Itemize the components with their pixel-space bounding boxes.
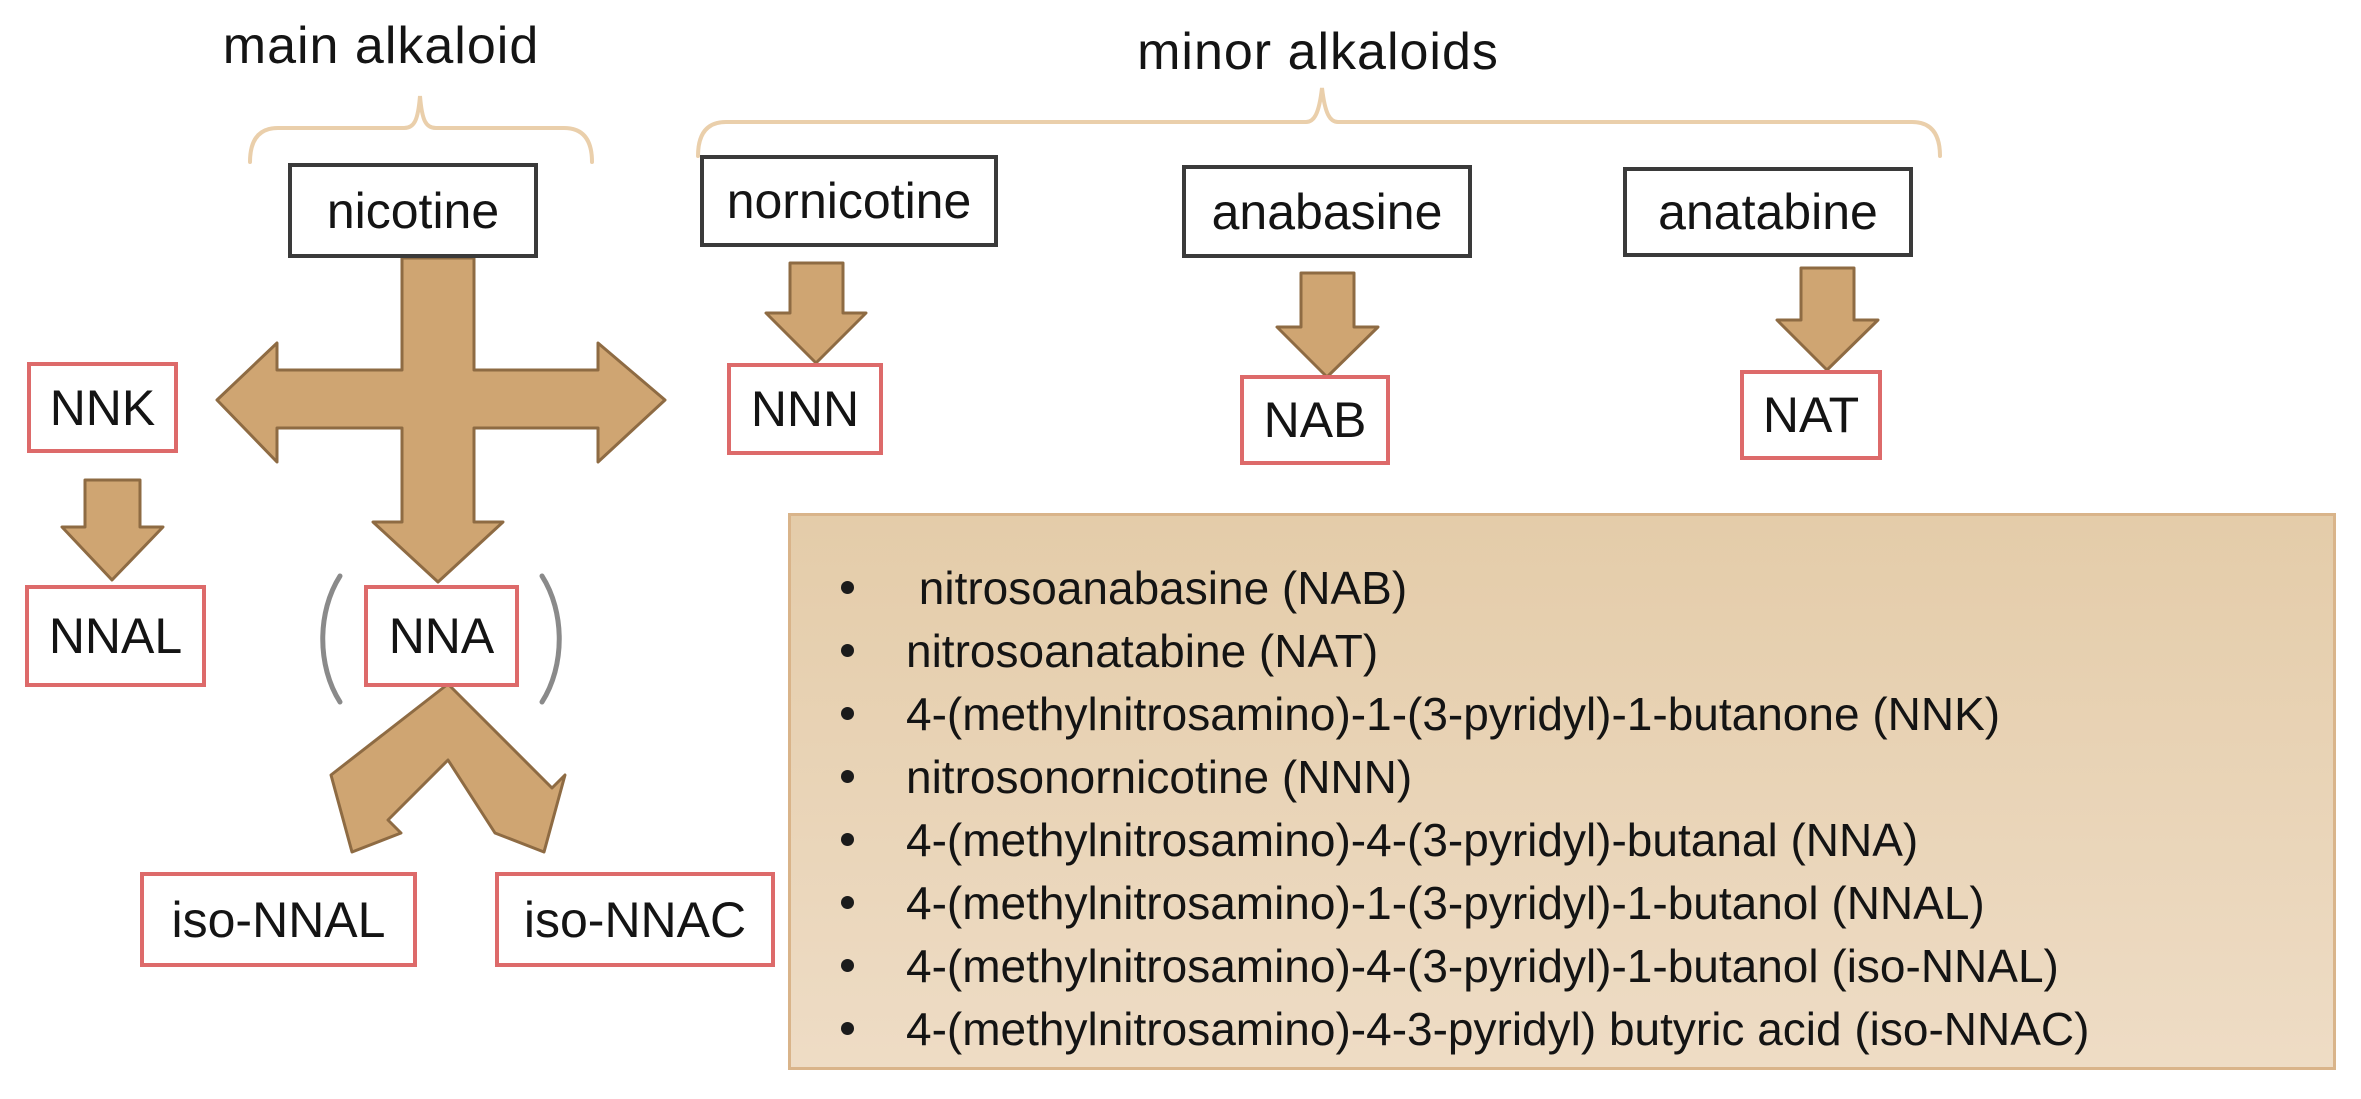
legend-item-text: 4-(methylnitrosamino)-4-(3-pyridyl)-buta… — [906, 813, 1919, 866]
main-alkaloid-brace — [248, 95, 594, 164]
node-nornicotine: nornicotine — [700, 155, 998, 247]
node-nicotine: nicotine — [288, 163, 538, 258]
legend-item: 4-(methylnitrosamino)-4-(3-pyridyl)-buta… — [827, 808, 2333, 871]
nna-left-parenthesis-icon — [320, 573, 343, 705]
nna-right-parenthesis-icon — [539, 573, 562, 705]
nornicotine-to-nnn-arrow — [764, 261, 868, 365]
bullet-icon — [841, 896, 854, 909]
node-nnn: NNN — [727, 363, 883, 455]
node-nnal: NNAL — [25, 585, 206, 687]
bullet-icon — [841, 644, 854, 657]
nicotine-cross-arrow — [215, 256, 667, 584]
legend-item: 4-(methylnitrosamino)-4-(3-pyridyl)-1-bu… — [827, 934, 2333, 997]
node-nna: NNA — [364, 585, 519, 687]
bullet-icon — [841, 770, 854, 783]
nitrosamine-legend-box: nitrosoanabasine (NAB) nitrosoanatabine … — [788, 513, 2336, 1070]
node-anabasine: anabasine — [1182, 165, 1472, 258]
anatabine-to-nat-arrow — [1775, 266, 1880, 372]
nnk-to-nnal-arrow — [60, 478, 165, 582]
legend-item-text: 4-(methylnitrosamino)-4-(3-pyridyl)-1-bu… — [906, 939, 2059, 992]
legend-item-text: 4-(methylnitrosamino)-4-3-pyridyl) butyr… — [906, 1002, 2090, 1055]
legend-item: 4-(methylnitrosamino)-1-(3-pyridyl)-1-bu… — [827, 682, 2333, 745]
bullet-icon — [841, 707, 854, 720]
node-iso-nnal: iso-NNAL — [140, 872, 417, 967]
legend-item: 4-(methylnitrosamino)-4-3-pyridyl) butyr… — [827, 997, 2333, 1060]
nna-split-arrow — [329, 682, 567, 854]
legend-item: nitrosoanabasine (NAB) — [827, 556, 2333, 619]
bullet-icon — [841, 581, 854, 594]
node-anatabine: anatabine — [1623, 167, 1913, 257]
node-nnk: NNK — [27, 362, 178, 453]
minor-alkaloids-brace — [696, 87, 1942, 158]
legend-item-text: nitrosoanabasine (NAB) — [906, 561, 1408, 614]
legend-item-text: 4-(methylnitrosamino)-1-(3-pyridyl)-1-bu… — [906, 876, 1985, 929]
legend-item: 4-(methylnitrosamino)-1-(3-pyridyl)-1-bu… — [827, 871, 2333, 934]
legend-item-text: nitrosonornicotine (NNN) — [906, 750, 1413, 803]
anabasine-to-nab-arrow — [1275, 271, 1380, 379]
node-nab: NAB — [1240, 375, 1390, 465]
node-iso-nnac: iso-NNAC — [495, 872, 775, 967]
node-nat: NAT — [1740, 370, 1882, 460]
legend-item: nitrosonornicotine (NNN) — [827, 745, 2333, 808]
bullet-icon — [841, 833, 854, 846]
bullet-icon — [841, 959, 854, 972]
legend-item: nitrosoanatabine (NAT) — [827, 619, 2333, 682]
minor-alkaloids-label: minor alkaloids — [1137, 23, 1499, 81]
bullet-icon — [841, 1022, 854, 1035]
legend-item-text: 4-(methylnitrosamino)-1-(3-pyridyl)-1-bu… — [906, 687, 2001, 740]
main-alkaloid-label: main alkaloid — [222, 17, 540, 75]
legend-item-text: nitrosoanatabine (NAT) — [906, 624, 1379, 677]
